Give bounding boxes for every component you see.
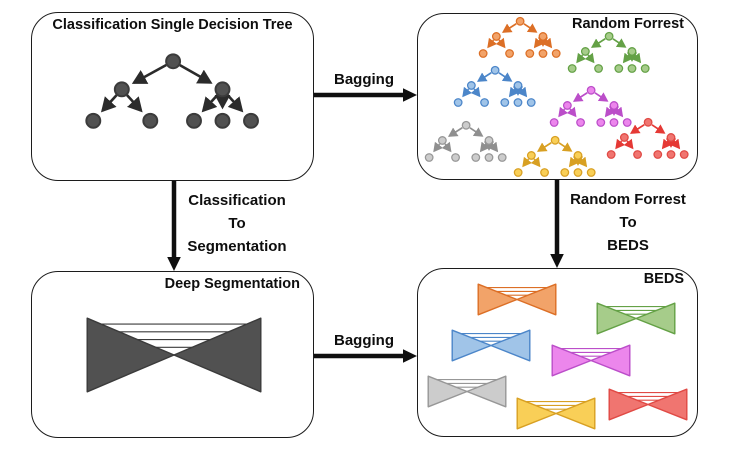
box-title-deep-segmentation: Deep Segmentation xyxy=(164,276,300,292)
box-random-forest: Random Forrest xyxy=(417,13,698,180)
label-line: Random Forrest xyxy=(570,191,686,208)
label-line: Segmentation xyxy=(187,238,287,255)
label-classification-to-segmentation: Classification To Segmentation xyxy=(172,189,302,258)
label-random-forest-to-beds: Random Forrest To BEDS xyxy=(563,188,693,257)
beds-bowtie-orange xyxy=(477,283,557,316)
beds-bowtie-gray xyxy=(427,375,507,408)
beds-bowtie-magenta xyxy=(551,344,631,377)
label-line: Classification xyxy=(188,192,286,209)
forest-tree-yellow xyxy=(512,132,600,178)
label-line: To xyxy=(228,215,246,232)
arrow-bagging-bottom xyxy=(314,349,417,363)
beds-bowtie-green xyxy=(596,302,676,335)
label-bagging-bottom: Bagging xyxy=(334,332,394,349)
forest-tree-blue xyxy=(452,62,540,108)
beds-bowtie-yellow xyxy=(516,397,596,430)
forest-tree-orange xyxy=(477,13,565,59)
box-title-beds: BEDS xyxy=(643,271,684,287)
forest-tree-green xyxy=(566,28,654,74)
beds-bowtie-blue xyxy=(451,329,531,362)
forest-tree-gray xyxy=(423,117,511,163)
forest-tree-red xyxy=(605,114,693,160)
beds-bowtie-red xyxy=(608,388,688,421)
forest-tree-magenta xyxy=(548,82,636,128)
label-line: BEDS xyxy=(607,237,649,254)
box-title-random-forest: Random Forrest xyxy=(572,16,684,32)
segmentation-network-graphic xyxy=(86,317,262,393)
label-bagging-top: Bagging xyxy=(334,71,394,88)
arrow-random-forest-to-beds xyxy=(550,180,564,268)
label-line: To xyxy=(619,214,637,231)
box-single-decision-tree: Classification Single Decision Tree xyxy=(31,12,314,181)
arrow-bagging-top xyxy=(314,88,417,102)
box-title-single-decision-tree: Classification Single Decision Tree xyxy=(52,17,293,33)
decision-tree-graphic xyxy=(80,46,270,131)
